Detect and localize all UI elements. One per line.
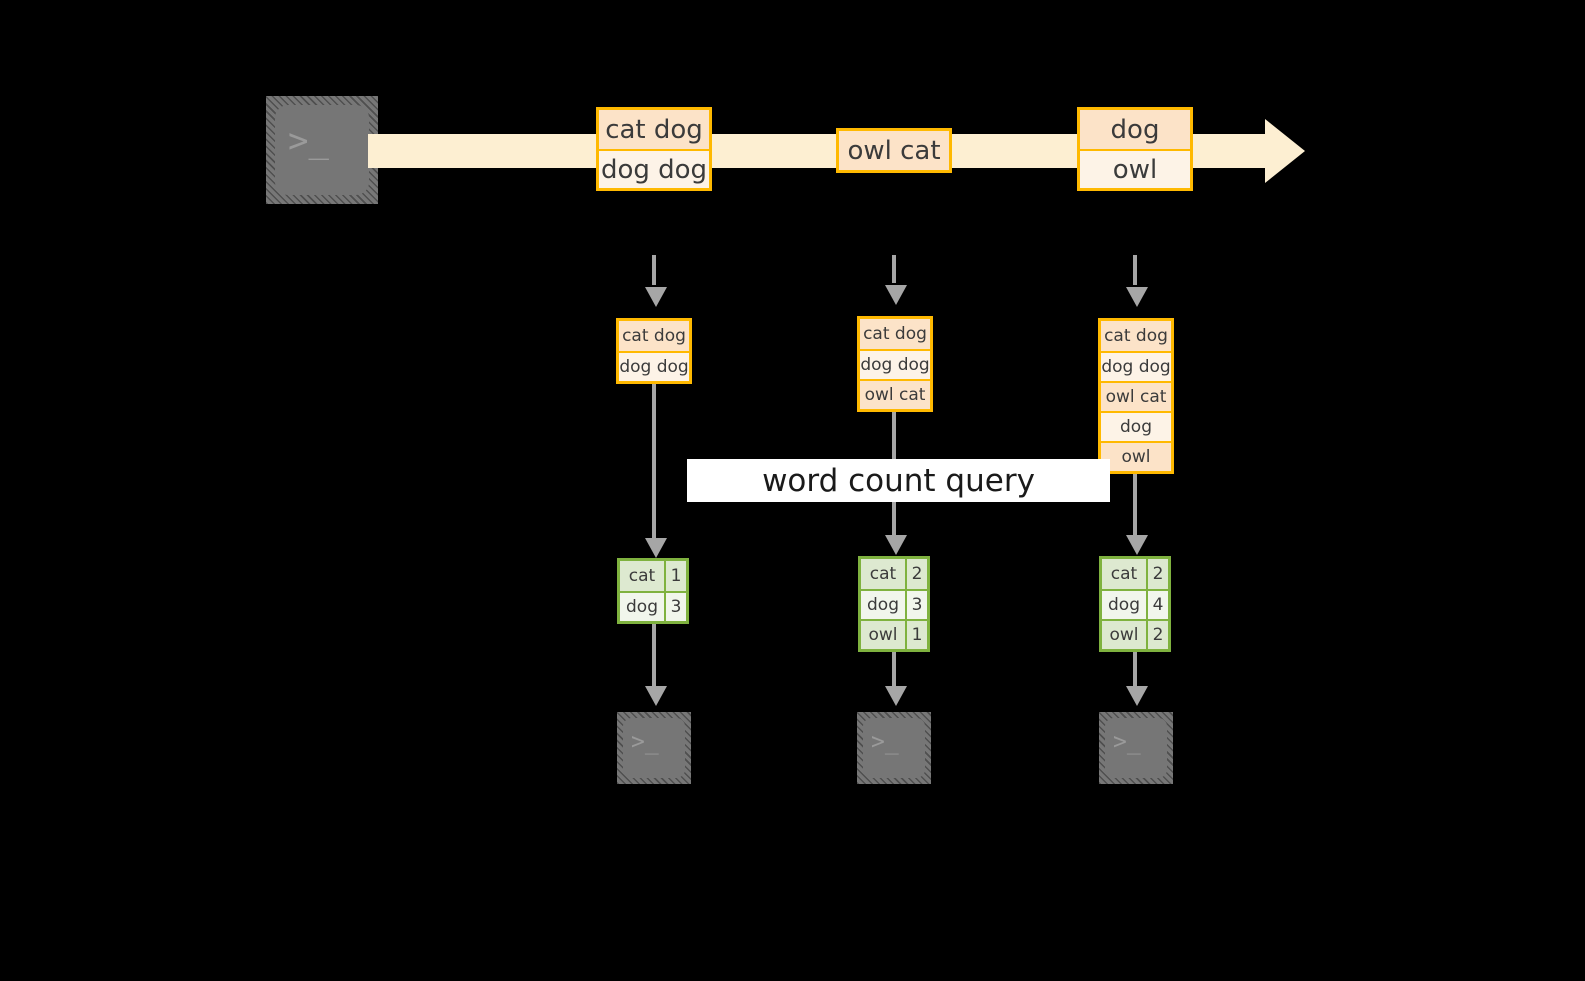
sink-arrowhead-2: [885, 686, 907, 706]
table-row: owl 1: [861, 619, 927, 649]
stream-event-line: cat dog: [599, 110, 709, 149]
stream-tap-connector-1: [652, 255, 656, 285]
query-arrowhead-2: [885, 535, 907, 555]
stream-event-1[interactable]: cat dog dog dog: [596, 107, 712, 191]
table-row: dog 3: [861, 589, 927, 619]
terminal-body: [863, 718, 925, 778]
stream-tap-arrowhead-3: [1126, 287, 1148, 307]
stream-event-line: owl cat: [839, 131, 949, 170]
snapshot-input-line: cat dog: [619, 321, 689, 351]
stream-event-line: dog dog: [599, 149, 709, 188]
result-count: 4: [1146, 591, 1168, 619]
query-connector-3: [1133, 474, 1137, 544]
query-connector-1: [652, 382, 656, 547]
sink-arrowhead-1: [645, 686, 667, 706]
terminal-prompt: >_: [288, 121, 329, 161]
sink-connector-3: [1133, 652, 1137, 694]
snapshot-input-line: dog dog: [619, 351, 689, 381]
table-row: cat 2: [861, 559, 927, 589]
result-table-2[interactable]: cat 2 dog 3 owl 1: [858, 556, 930, 652]
query-arrowhead-3: [1126, 535, 1148, 555]
stream-event-2[interactable]: owl cat: [836, 128, 952, 173]
source-terminal-icon: >_: [266, 96, 378, 204]
sink-arrowhead-3: [1126, 686, 1148, 706]
snapshot-input-1[interactable]: cat dog dog dog: [616, 318, 692, 384]
snapshot-input-line: cat dog: [1101, 321, 1171, 351]
result-count: 2: [1146, 621, 1168, 649]
table-row: owl 2: [1102, 619, 1168, 649]
terminal-body: [275, 105, 369, 195]
result-count: 3: [664, 593, 686, 621]
snapshot-input-line: owl cat: [860, 379, 930, 409]
query-arrowhead-1: [645, 538, 667, 558]
terminal-prompt: >_: [631, 729, 659, 755]
result-table-1[interactable]: cat 1 dog 3: [617, 558, 689, 624]
query-label: word count query: [687, 459, 1110, 502]
result-word: owl: [861, 621, 905, 649]
table-row: cat 1: [620, 561, 686, 591]
terminal-prompt: >_: [871, 729, 899, 755]
snapshot-input-line: dog dog: [1101, 351, 1171, 381]
table-row: cat 2: [1102, 559, 1168, 589]
snapshot-input-2[interactable]: cat dog dog dog owl cat: [857, 316, 933, 412]
stream-event-3[interactable]: dog owl: [1077, 107, 1193, 191]
result-count: 3: [905, 591, 927, 619]
snapshot-input-line: dog dog: [860, 349, 930, 379]
stream-tap-connector-2: [892, 255, 896, 283]
stream-event-line: owl: [1080, 149, 1190, 188]
sink-connector-2: [892, 652, 896, 694]
result-word: dog: [1102, 591, 1146, 619]
result-count: 2: [1146, 559, 1168, 589]
result-word: dog: [861, 591, 905, 619]
snapshot-input-line: dog: [1101, 411, 1171, 441]
result-word: owl: [1102, 621, 1146, 649]
terminal-prompt: >_: [1113, 729, 1141, 755]
sink-connector-1: [652, 624, 656, 694]
snapshot-input-3[interactable]: cat dog dog dog owl cat dog owl: [1098, 318, 1174, 474]
result-table-3[interactable]: cat 2 dog 4 owl 2: [1099, 556, 1171, 652]
snapshot-input-line: owl cat: [1101, 381, 1171, 411]
stream-tap-connector-3: [1133, 255, 1137, 285]
result-count: 2: [905, 559, 927, 589]
result-word: cat: [1102, 559, 1146, 589]
sink-terminal-icon-3: >_: [1099, 712, 1173, 784]
table-row: dog 4: [1102, 589, 1168, 619]
result-word: cat: [620, 561, 664, 591]
terminal-body: [1105, 718, 1167, 778]
result-count: 1: [905, 621, 927, 649]
snapshot-input-line: cat dog: [860, 319, 930, 349]
result-word: dog: [620, 593, 664, 621]
stream-tap-arrowhead-2: [885, 285, 907, 305]
sink-terminal-icon-2: >_: [857, 712, 931, 784]
stream-arrow-head: [1265, 119, 1305, 183]
result-count: 1: [664, 561, 686, 591]
table-row: dog 3: [620, 591, 686, 621]
stream-event-line: dog: [1080, 110, 1190, 149]
stream-tap-arrowhead-1: [645, 287, 667, 307]
result-word: cat: [861, 559, 905, 589]
sink-terminal-icon-1: >_: [617, 712, 691, 784]
terminal-body: [623, 718, 685, 778]
snapshot-input-line: owl: [1101, 441, 1171, 471]
